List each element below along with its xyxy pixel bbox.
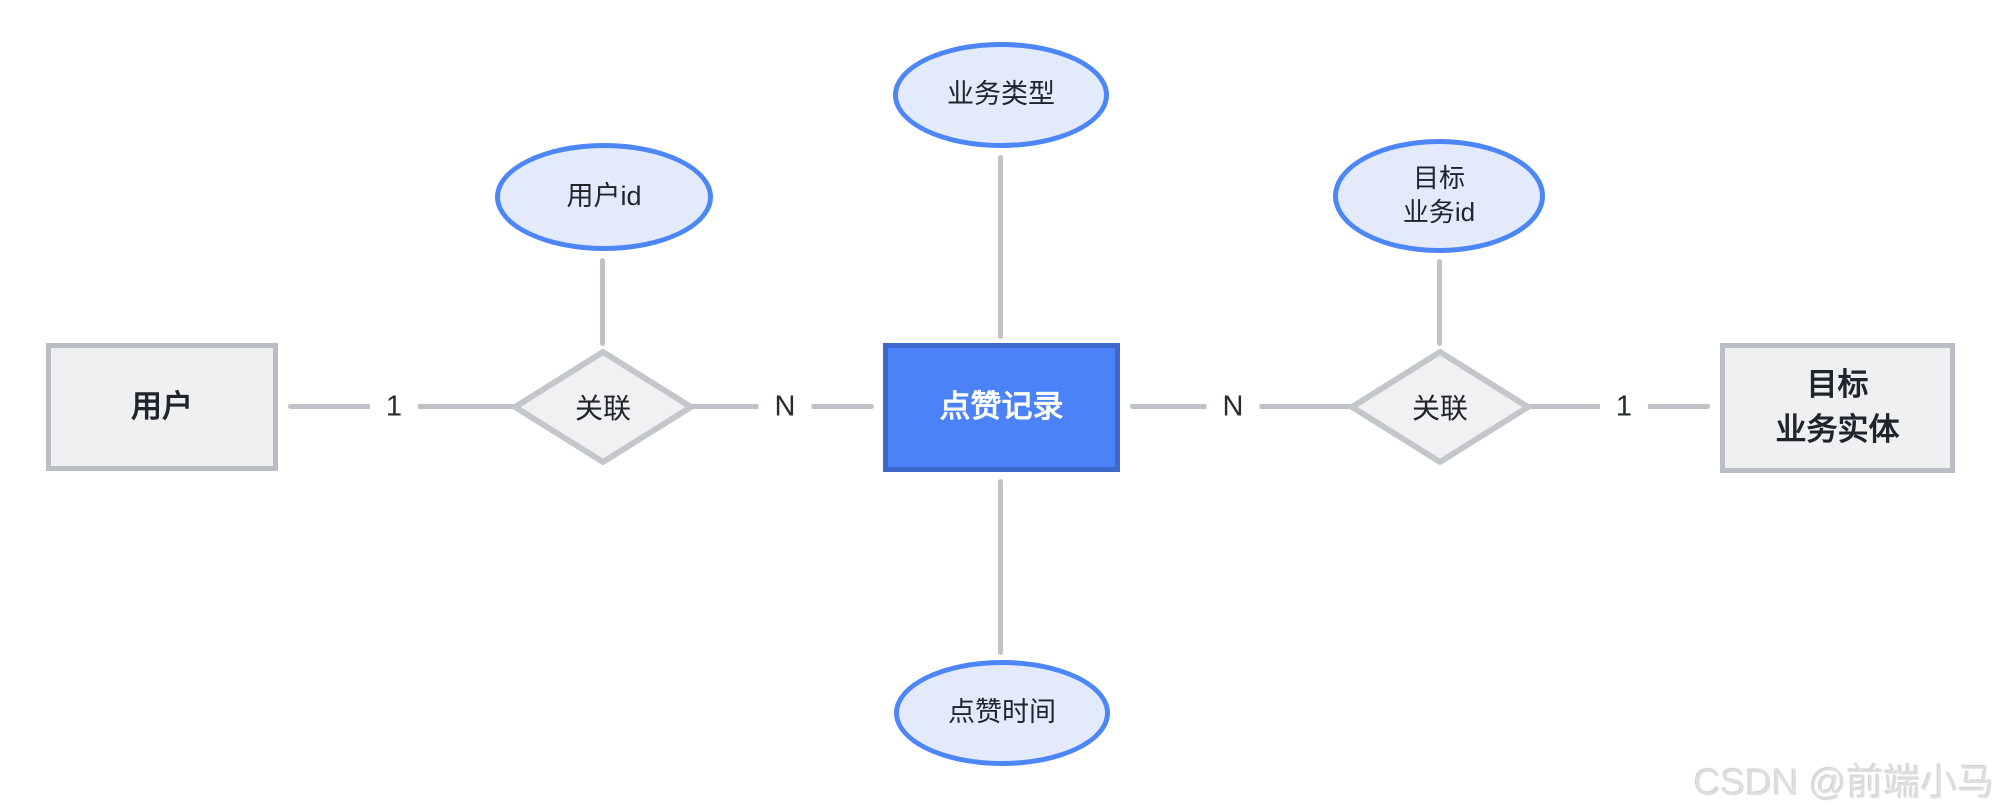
cardinality-label-left-n: N [758, 386, 812, 428]
entity-user: 用户 [46, 343, 278, 471]
connector-like-record-to-like-time [998, 479, 1003, 655]
attribute-business-type-ellipse: 业务类型 [893, 42, 1109, 148]
diamond-shape-icon [1349, 349, 1531, 465]
attribute-target-business-id-label-line1: 目标 [1412, 163, 1465, 194]
attribute-like-time-label: 点赞时间 [948, 697, 1056, 728]
attribute-target-business-id-label-line2: 业务id [1402, 197, 1476, 227]
entity-target-business-label-line2: 业务实体 [1775, 412, 1900, 447]
csdn-watermark: CSDN @前端小马 [1694, 762, 1995, 803]
entity-like-record-label: 点赞记录 [939, 389, 1064, 425]
entity-like-record: 点赞记录 [883, 343, 1120, 472]
attribute-target-business-id-ellipse: 目标 业务id [1333, 139, 1545, 253]
attribute-business-type-label: 业务类型 [947, 79, 1055, 110]
attribute-user-id-ellipse: 用户id [495, 143, 713, 251]
relationship-right-diamond: 关联 [1348, 348, 1532, 466]
attribute-like-time-ellipse: 点赞时间 [894, 660, 1110, 766]
relationship-left-diamond: 关联 [511, 348, 695, 466]
relationship-left-label: 关联 [574, 393, 631, 424]
connector-user-id-to-left-relationship [600, 258, 605, 346]
cardinality-label-target-side: 1 [1599, 386, 1649, 428]
entity-target-business-label-line1: 目标 [1806, 367, 1869, 403]
cardinality-label-right-n: N [1206, 386, 1260, 428]
cardinality-label-user-side: 1 [369, 386, 419, 428]
connector-target-business-id-to-right-relationship [1437, 259, 1442, 346]
entity-target-business: 目标 业务实体 [1720, 343, 1955, 473]
diamond-shape-icon [512, 349, 694, 465]
attribute-user-id-label: 用户id [566, 181, 642, 212]
connector-business-type-to-like-record [998, 155, 1003, 339]
entity-user-label: 用户 [131, 388, 193, 424]
relationship-right-label: 关联 [1411, 393, 1468, 424]
